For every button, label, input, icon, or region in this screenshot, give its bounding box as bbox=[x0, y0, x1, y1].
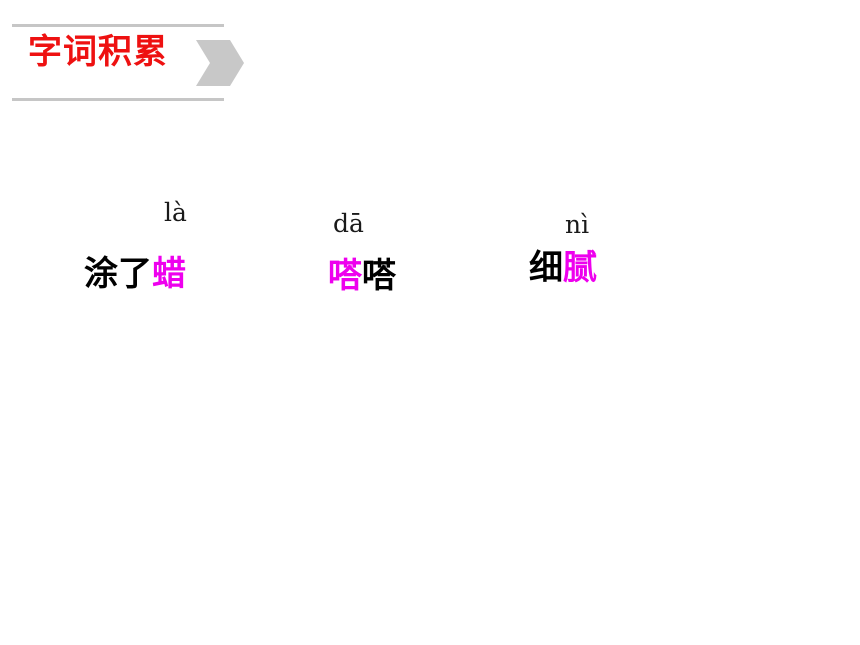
vocab-1-word: 涂了蜡 bbox=[84, 254, 186, 294]
section-header: 字词积累 bbox=[12, 24, 244, 104]
header-top-rule bbox=[12, 24, 224, 27]
vocab-2-pinyin: dā bbox=[333, 209, 364, 238]
vocab-2-highlight: 嗒 bbox=[328, 256, 362, 296]
vocab-1-highlight: 蜡 bbox=[152, 254, 186, 294]
vocab-3-pinyin: nì bbox=[565, 210, 590, 239]
chevron-right-triple-icon bbox=[196, 40, 244, 86]
vocab-3-word: 细腻 bbox=[529, 248, 597, 288]
section-title: 字词积累 bbox=[28, 32, 168, 72]
vocab-1-plain-before: 涂了 bbox=[84, 254, 152, 294]
vocab-2-word: 嗒嗒 bbox=[328, 256, 396, 296]
vocab-3-highlight: 腻 bbox=[563, 248, 597, 288]
vocab-2-plain-after: 嗒 bbox=[362, 256, 396, 296]
vocab-1-pinyin: là bbox=[164, 198, 187, 227]
header-bottom-rule bbox=[12, 98, 224, 101]
vocab-3-plain-before: 细 bbox=[529, 248, 563, 288]
